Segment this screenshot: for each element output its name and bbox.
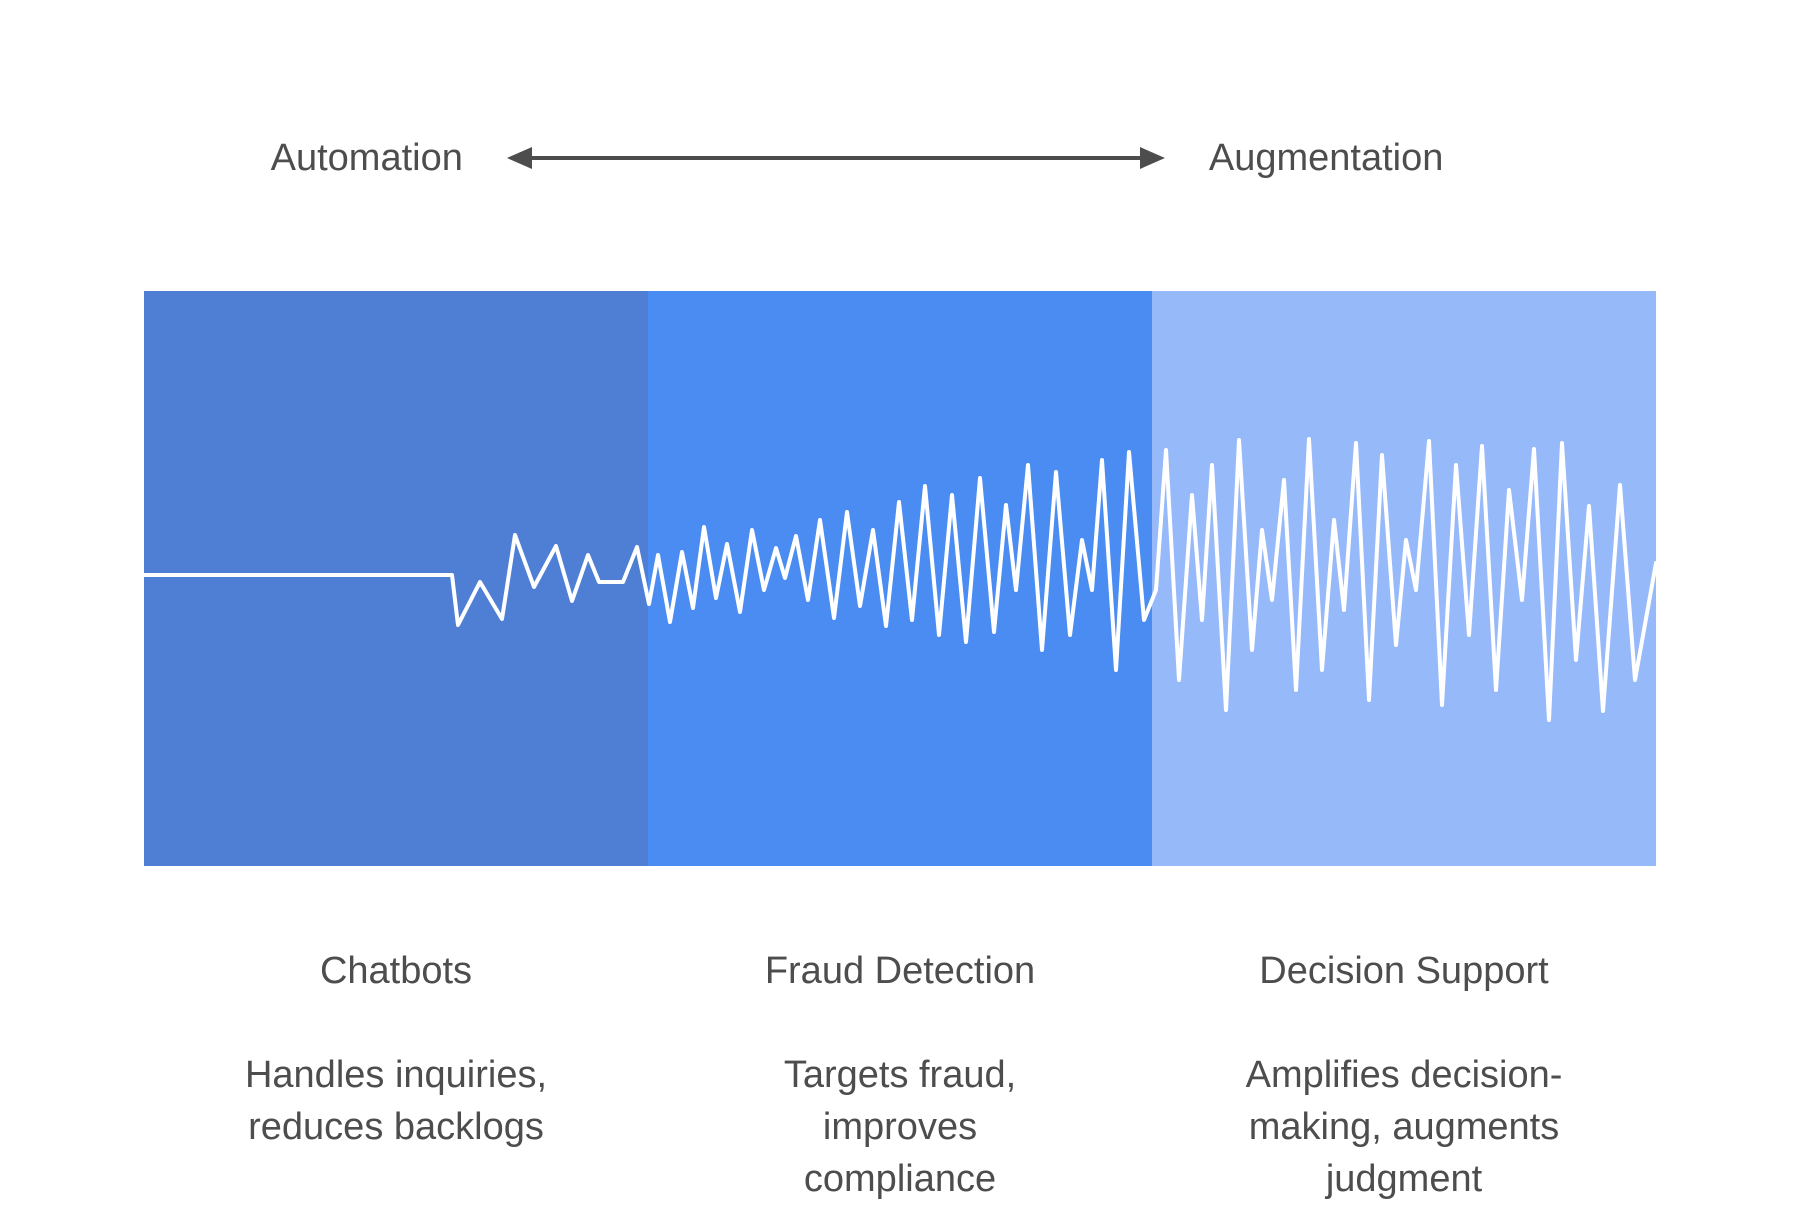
spectrum-left-label: Automation — [270, 137, 463, 179]
panel-fraud-detection — [648, 291, 1152, 866]
panel-title: Fraud Detection — [764, 950, 1036, 992]
panel-description: Targets fraud, improves compliance — [783, 1054, 1017, 1200]
panel-chatbots — [144, 291, 648, 866]
panel-description: Handles inquiries, reduces backlogs — [244, 1054, 548, 1148]
double-arrow-icon — [506, 147, 1165, 169]
spectrum-header: Automation Augmentation — [0, 132, 1757, 184]
arrow-right-head — [1139, 147, 1165, 169]
panel-title: Decision Support — [1259, 950, 1549, 992]
panel-title: Chatbots — [319, 950, 473, 992]
panel-description: Amplifies decision- making, augments jud… — [1245, 1054, 1563, 1200]
spectrum-right-label: Augmentation — [1208, 137, 1444, 179]
panel-labels: Chatbots Handles inquiries, reduces back… — [144, 949, 1656, 1205]
arrow-left-head — [506, 147, 532, 169]
label-column-decision-support: Decision Support Amplifies decision- mak… — [1152, 949, 1656, 1205]
panel-decision-support — [1152, 291, 1656, 866]
spectrum-panels — [144, 291, 1656, 866]
label-column-chatbots: Chatbots Handles inquiries, reduces back… — [144, 949, 648, 1205]
label-column-fraud-detection: Fraud Detection Targets fraud, improves … — [648, 949, 1152, 1205]
